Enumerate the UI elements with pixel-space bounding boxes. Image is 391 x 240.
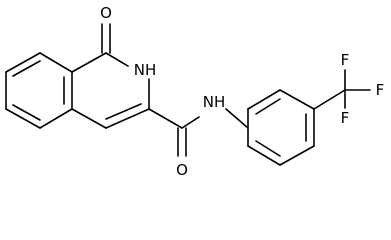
atom-nh-amide: NH (203, 93, 226, 111)
atom-o-amide: O (176, 161, 188, 179)
amide-group (148, 108, 249, 157)
structure-diagram: O NH O NH F F F (5, 4, 385, 179)
phenyl-ring (247, 89, 315, 166)
atom-f-top: F (341, 51, 350, 69)
atom-nh-ring: NH (134, 61, 157, 79)
atom-o-lactam: O (100, 4, 112, 22)
benzo-ring (5, 52, 73, 129)
pyridinone-ring (71, 23, 150, 129)
atom-f-bottom: F (341, 109, 350, 127)
atom-f-right: F (376, 81, 385, 99)
trifluoromethyl-group (313, 69, 371, 110)
